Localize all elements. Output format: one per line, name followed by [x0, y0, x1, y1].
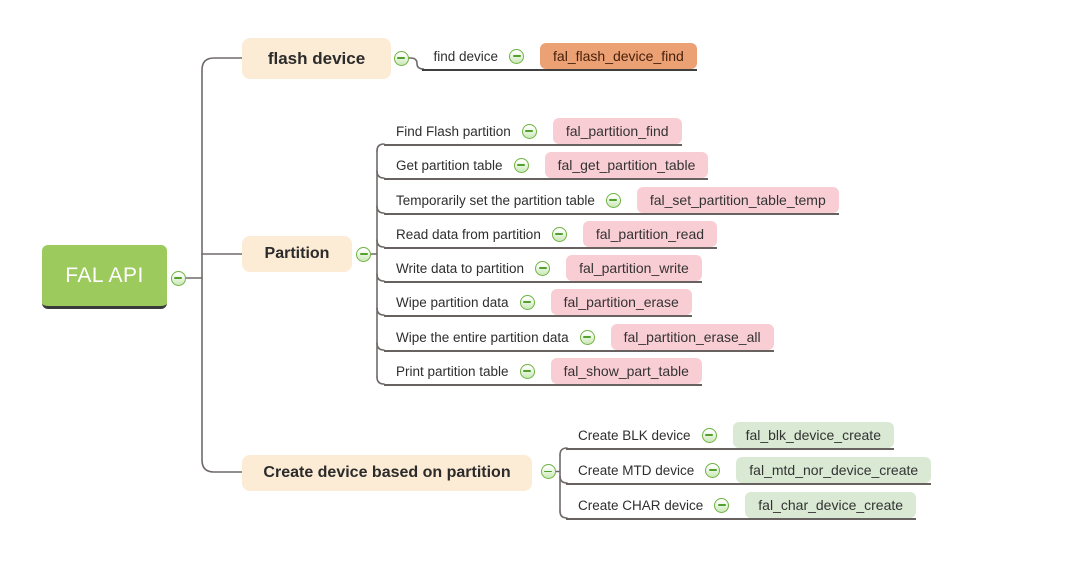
- root-node-fal-api[interactable]: FAL API: [42, 245, 167, 309]
- leaf-label[interactable]: Create CHAR device: [578, 497, 704, 513]
- trunk-main: [201, 57, 243, 473]
- api-node[interactable]: fal_partition_find: [552, 118, 682, 144]
- leaf-label[interactable]: Wipe partition data: [396, 294, 509, 310]
- leaf-row: Find Flash partition fal_partition_find: [384, 118, 682, 146]
- collapse-minus-icon[interactable]: [519, 363, 535, 379]
- api-node[interactable]: fal_blk_device_create: [732, 422, 894, 448]
- leaf-label[interactable]: Temporarily set the partition table: [396, 192, 595, 208]
- collapse-minus-icon[interactable]: [705, 462, 721, 478]
- api-node[interactable]: fal_partition_erase_all: [610, 324, 774, 350]
- topic-partition[interactable]: Partition: [242, 236, 352, 272]
- leaf-row: Create MTD device fal_mtd_nor_device_cre…: [566, 457, 932, 485]
- leaf-label[interactable]: Print partition table: [396, 363, 509, 379]
- api-node-fal-flash-device-find[interactable]: fal_flash_device_find: [540, 43, 697, 69]
- api-node[interactable]: fal_set_partition_table_temp: [636, 187, 839, 213]
- leaf-label[interactable]: Wipe the entire partition data: [396, 329, 569, 345]
- collapse-minus-icon[interactable]: [551, 226, 567, 242]
- leaf-row: Temporarily set the partition table fal_…: [384, 187, 839, 215]
- leaf-label[interactable]: Create BLK device: [578, 427, 691, 443]
- leaf-row: Write data to partition fal_partition_wr…: [384, 255, 702, 283]
- leaf-row: Get partition table fal_get_partition_ta…: [384, 152, 709, 180]
- collapse-minus-icon[interactable]: [519, 294, 535, 310]
- api-node[interactable]: fal_show_part_table: [550, 358, 702, 384]
- collapse-minus-icon[interactable]: [356, 246, 371, 262]
- collapse-minus-icon[interactable]: [701, 427, 717, 443]
- collapse-minus-icon[interactable]: [513, 157, 529, 173]
- collapse-minus-icon[interactable]: [509, 48, 525, 64]
- collapse-minus-icon[interactable]: [535, 260, 551, 276]
- api-node[interactable]: fal_partition_read: [582, 221, 718, 247]
- api-node[interactable]: fal_partition_write: [566, 255, 702, 281]
- flash-child-connector: [407, 57, 425, 70]
- topic-create-device[interactable]: Create device based on partition: [242, 455, 532, 491]
- leaf-row: Print partition table fal_show_part_tabl…: [384, 358, 702, 386]
- collapse-minus-icon[interactable]: [605, 192, 621, 208]
- collapse-minus-icon[interactable]: [579, 329, 595, 345]
- api-node[interactable]: fal_char_device_create: [745, 492, 917, 518]
- trunk-create: [554, 454, 561, 512]
- leaf-label[interactable]: Read data from partition: [396, 226, 541, 242]
- create-row-corners: [559, 447, 568, 519]
- collapse-minus-icon[interactable]: [170, 270, 186, 286]
- partition-row-corners: [376, 143, 385, 385]
- api-node[interactable]: fal_mtd_nor_device_create: [736, 457, 932, 483]
- collapse-minus-icon[interactable]: [393, 50, 409, 66]
- api-node[interactable]: fal_partition_erase: [550, 289, 692, 315]
- leaf-row: Create CHAR device fal_char_device_creat…: [566, 492, 917, 520]
- leaf-row: Read data from partition fal_partition_r…: [384, 221, 718, 249]
- leaf-row: find device fal_flash_device_find: [421, 43, 697, 71]
- trunk-partition: [370, 150, 378, 378]
- topic-flash-device[interactable]: flash device: [242, 38, 391, 79]
- leaf-label[interactable]: Write data to partition: [396, 260, 525, 276]
- leaf-label[interactable]: Get partition table: [396, 157, 503, 173]
- leaf-row: Wipe partition data fal_partition_erase: [384, 289, 692, 317]
- api-node[interactable]: fal_get_partition_table: [544, 152, 709, 178]
- collapse-minus-icon[interactable]: [540, 464, 556, 479]
- leaf-label-find-device[interactable]: find device: [433, 48, 499, 64]
- collapse-minus-icon[interactable]: [521, 123, 537, 139]
- leaf-row: Wipe the entire partition data fal_parti…: [384, 324, 774, 352]
- collapse-minus-icon[interactable]: [714, 497, 730, 513]
- leaf-label[interactable]: Find Flash partition: [396, 123, 511, 139]
- leaf-row: Create BLK device fal_blk_device_create: [566, 422, 894, 450]
- leaf-label[interactable]: Create MTD device: [578, 462, 695, 478]
